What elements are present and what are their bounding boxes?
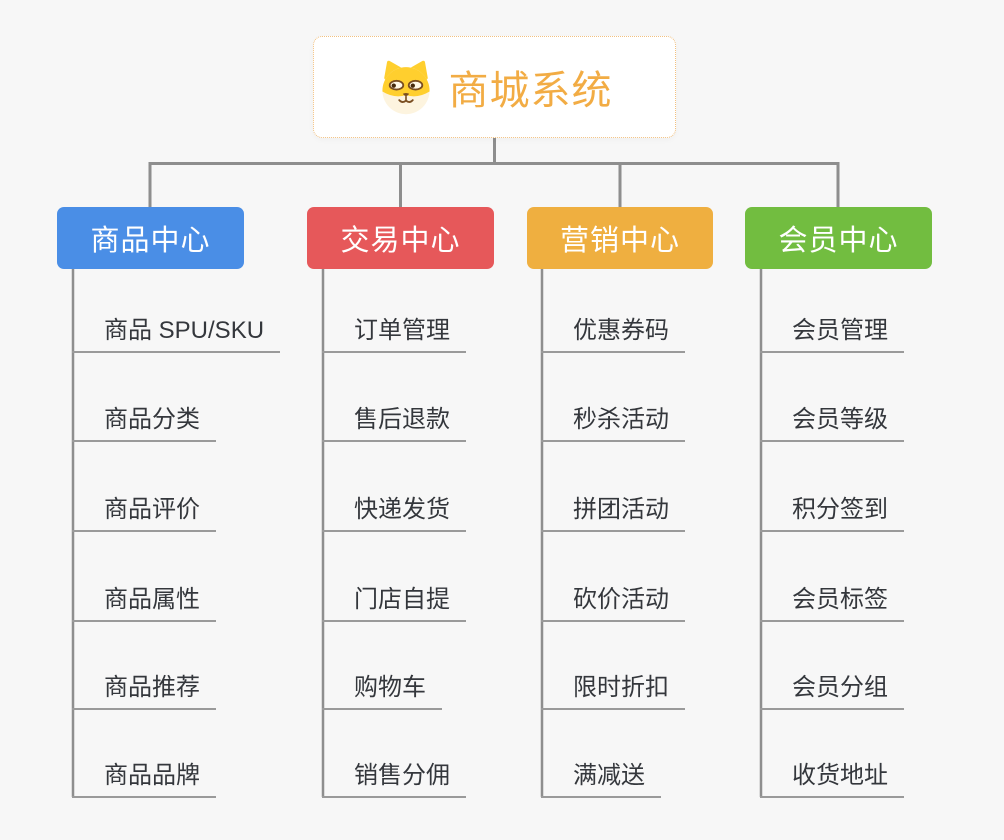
leaf-node[interactable]: 销售分佣 (322, 752, 466, 798)
leaf-node[interactable]: 商品分类 (72, 396, 216, 442)
leaf-node[interactable]: 会员分组 (760, 664, 904, 710)
leaf-node[interactable]: 会员标签 (760, 576, 904, 622)
leaf-node[interactable]: 积分签到 (760, 486, 904, 532)
leaf-node[interactable]: 快递发货 (322, 486, 466, 532)
branch-label: 交易中心 (340, 225, 461, 257)
branch-node-member-center[interactable]: 会员中心 (745, 207, 932, 269)
leaf-node[interactable]: 秒杀活动 (541, 396, 685, 442)
leaf-node[interactable]: 砍价活动 (541, 576, 685, 622)
root-node-label: 商城系统 (448, 69, 613, 113)
root-node[interactable]: 商城系统 (313, 36, 676, 138)
leaf-node[interactable]: 订单管理 (322, 307, 466, 353)
leaf-node[interactable]: 购物车 (322, 664, 442, 710)
leaf-node[interactable]: 门店自提 (322, 576, 466, 622)
leaf-node[interactable]: 优惠券码 (541, 307, 685, 353)
leaf-node[interactable]: 会员等级 (760, 396, 904, 442)
leaf-node[interactable]: 限时折扣 (541, 664, 685, 710)
leaf-node[interactable]: 拼团活动 (541, 486, 685, 532)
leaf-node[interactable]: 商品品牌 (72, 752, 216, 798)
leaf-node[interactable]: 商品推荐 (72, 664, 216, 710)
leaf-node[interactable]: 会员管理 (760, 307, 904, 353)
leaf-node[interactable]: 收货地址 (760, 752, 904, 798)
leaf-node[interactable]: 商品属性 (72, 576, 216, 622)
leaf-node[interactable]: 商品 SPU/SKU (72, 307, 281, 353)
branch-label: 营销中心 (559, 225, 680, 257)
leaf-node[interactable]: 售后退款 (322, 396, 466, 442)
branch-node-marketing-center[interactable]: 营销中心 (527, 207, 713, 269)
dog-face-icon (377, 58, 435, 116)
branch-node-product-center[interactable]: 商品中心 (57, 207, 244, 269)
leaf-node[interactable]: 商品评价 (72, 486, 216, 532)
leaf-node[interactable]: 满减送 (541, 752, 661, 798)
branch-label: 商品中心 (90, 225, 211, 257)
branch-label: 会员中心 (778, 225, 899, 257)
branch-node-trade-center[interactable]: 交易中心 (307, 207, 494, 269)
